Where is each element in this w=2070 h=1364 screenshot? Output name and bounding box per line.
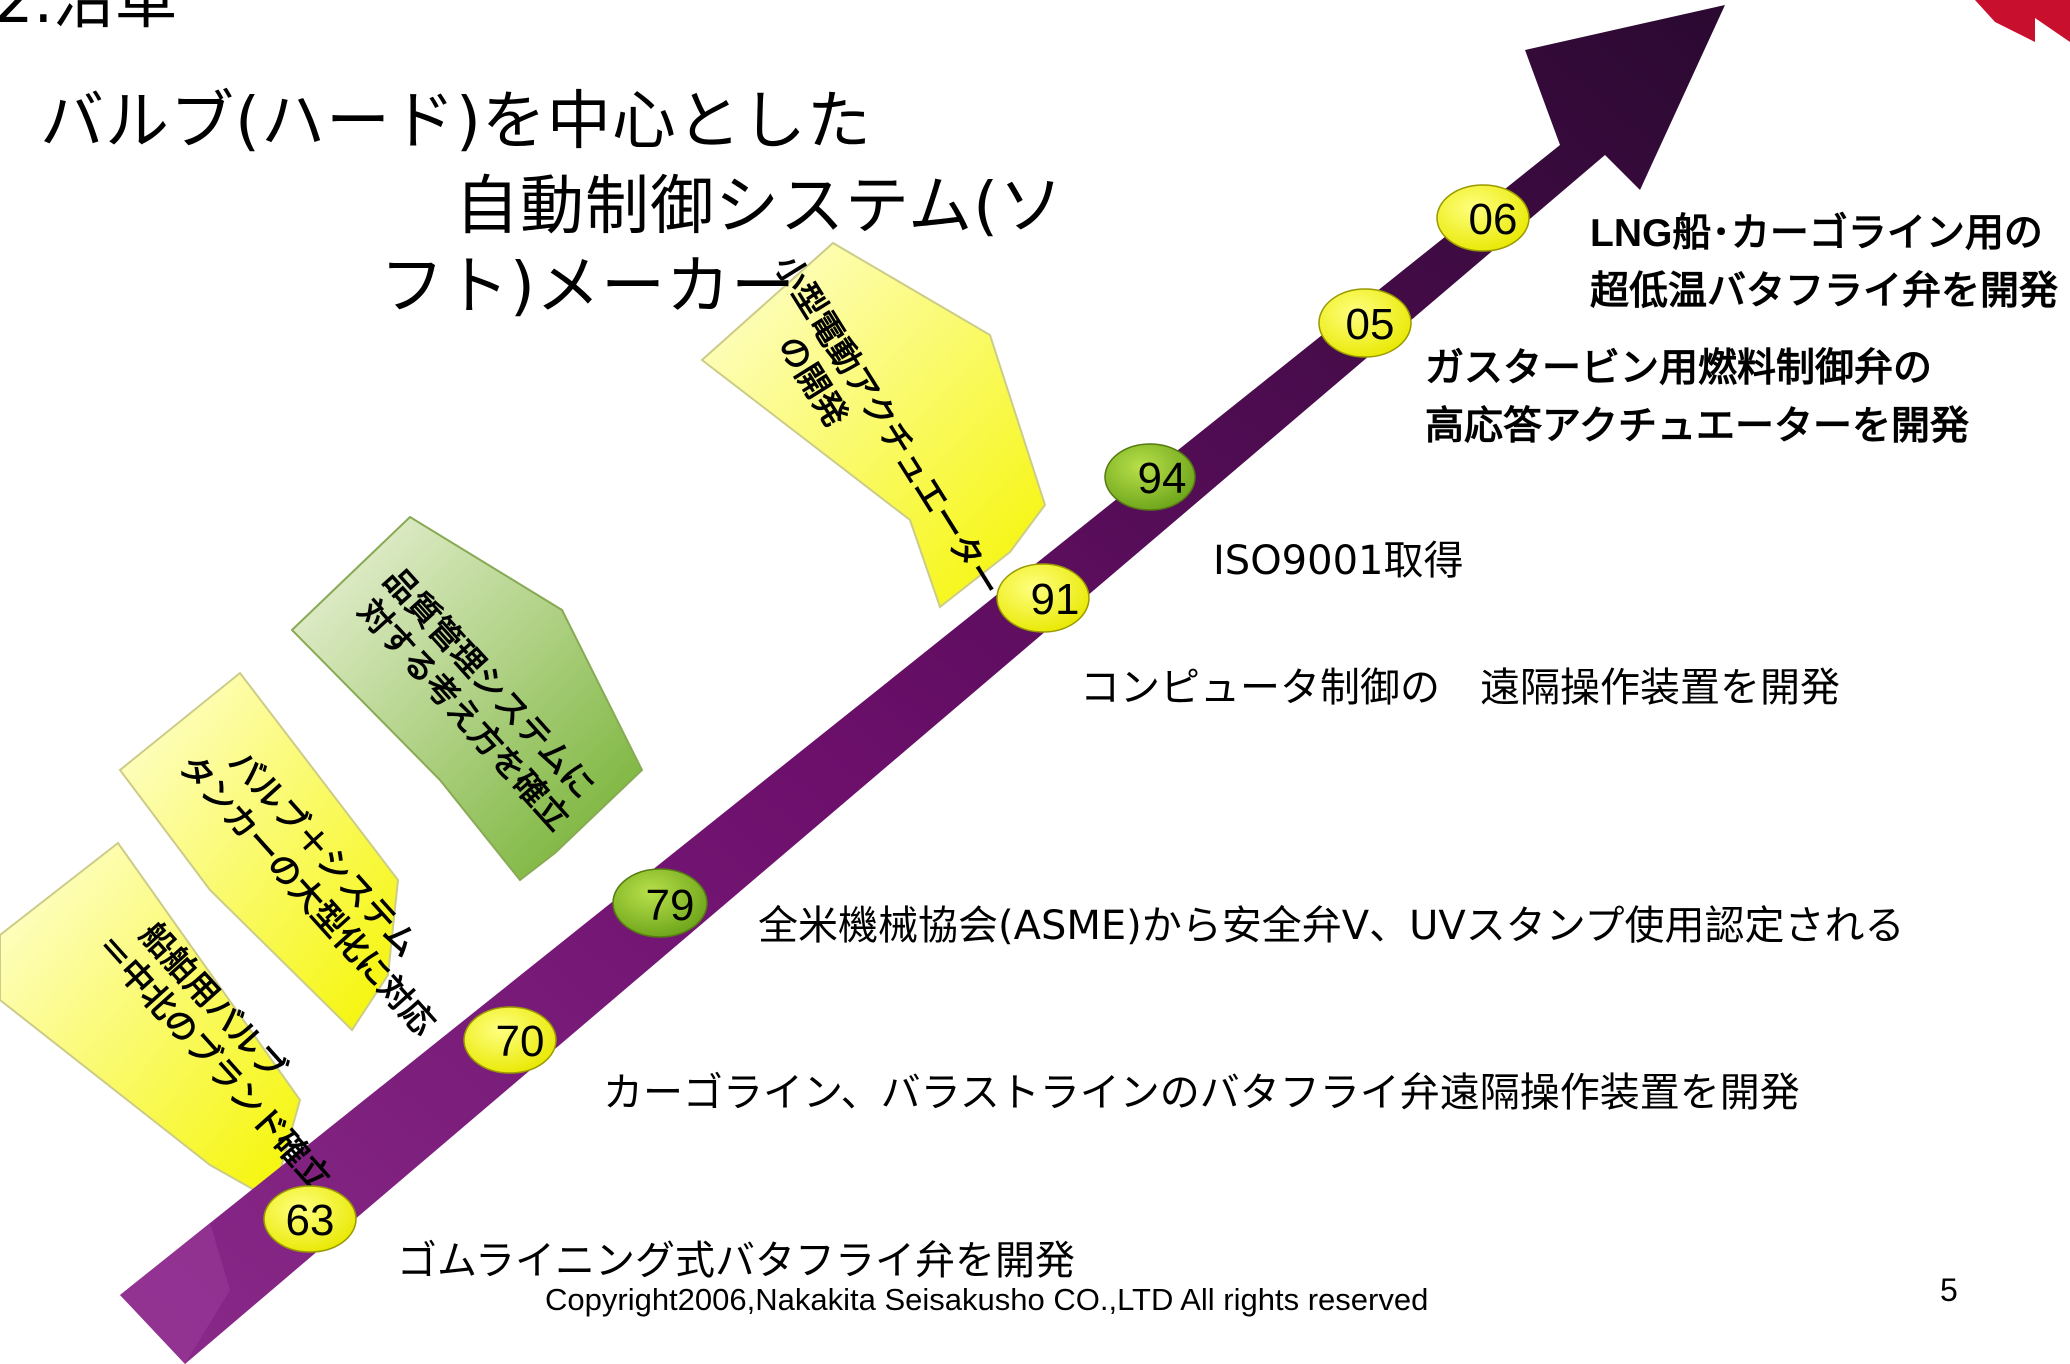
milestone-63-text: ゴムライニング式バタフライ弁を開発 [397,1238,1075,1284]
badge-05: 05 [1318,288,1412,358]
milestone-79-text: 全米機械協会(ASME)から安全弁V、UVスタンプ使用認定される [758,903,1905,949]
badge-63: 63 [263,1185,357,1253]
page-number: 5 [1940,1272,1958,1308]
badge-94-label: 94 [1138,454,1187,503]
milestone-06-text: LNG船･カーゴライン用の 超低温バタフライ弁を開発 [1590,205,2058,321]
badge-79: 79 [612,868,708,938]
milestone-05-line-2: 高応答アクチュエーターを開発 [1425,405,1970,448]
milestone-70-text: カーゴライン、バラストラインのバタフライ弁遠隔操作装置を開発 [603,1070,1800,1116]
badge-91: 91 [996,563,1090,633]
badge-63-label: 63 [286,1196,335,1245]
milestone-91-text: コンピュータ制御の 遠隔操作装置を開発 [1080,665,1840,711]
milestone-06-line-1: LNG船･カーゴライン用の [1590,212,2043,255]
flag-2-shape [118,671,400,1032]
milestone-94-text: ISO9001取得 [1213,538,1464,584]
heading-line-2: 自動制御システム(ソ [455,170,1065,244]
heading-line-1: バルブ(ハード)を中心とした [40,85,872,159]
badge-91-label: 91 [1031,575,1080,624]
badge-79-label: 79 [646,881,695,930]
badge-05-label: 05 [1346,300,1395,349]
badge-06-label: 06 [1469,195,1518,244]
milestone-05-text: ガスタービン用燃料制御弁の 高応答アクチュエーターを開発 [1425,340,1969,456]
badge-70-label: 70 [496,1017,545,1066]
copyright-text: Copyright2006,Nakakita Seisakusho CO.,LT… [545,1282,1429,1317]
company-logo-icon [1975,0,2070,42]
badge-94: 94 [1104,443,1196,511]
badge-70: 70 [463,1006,557,1074]
heading-line-3: フト)メーカー [380,250,796,324]
flag-3-shape [290,515,644,882]
badge-06: 06 [1436,184,1530,252]
slide-title: 2.沿革 [0,0,178,37]
flag-4-shape [700,241,1047,609]
milestone-06-line-2: 超低温バタフライ弁を開発 [1590,270,2059,313]
milestone-05-line-1: ガスタービン用燃料制御弁の [1425,347,1933,390]
